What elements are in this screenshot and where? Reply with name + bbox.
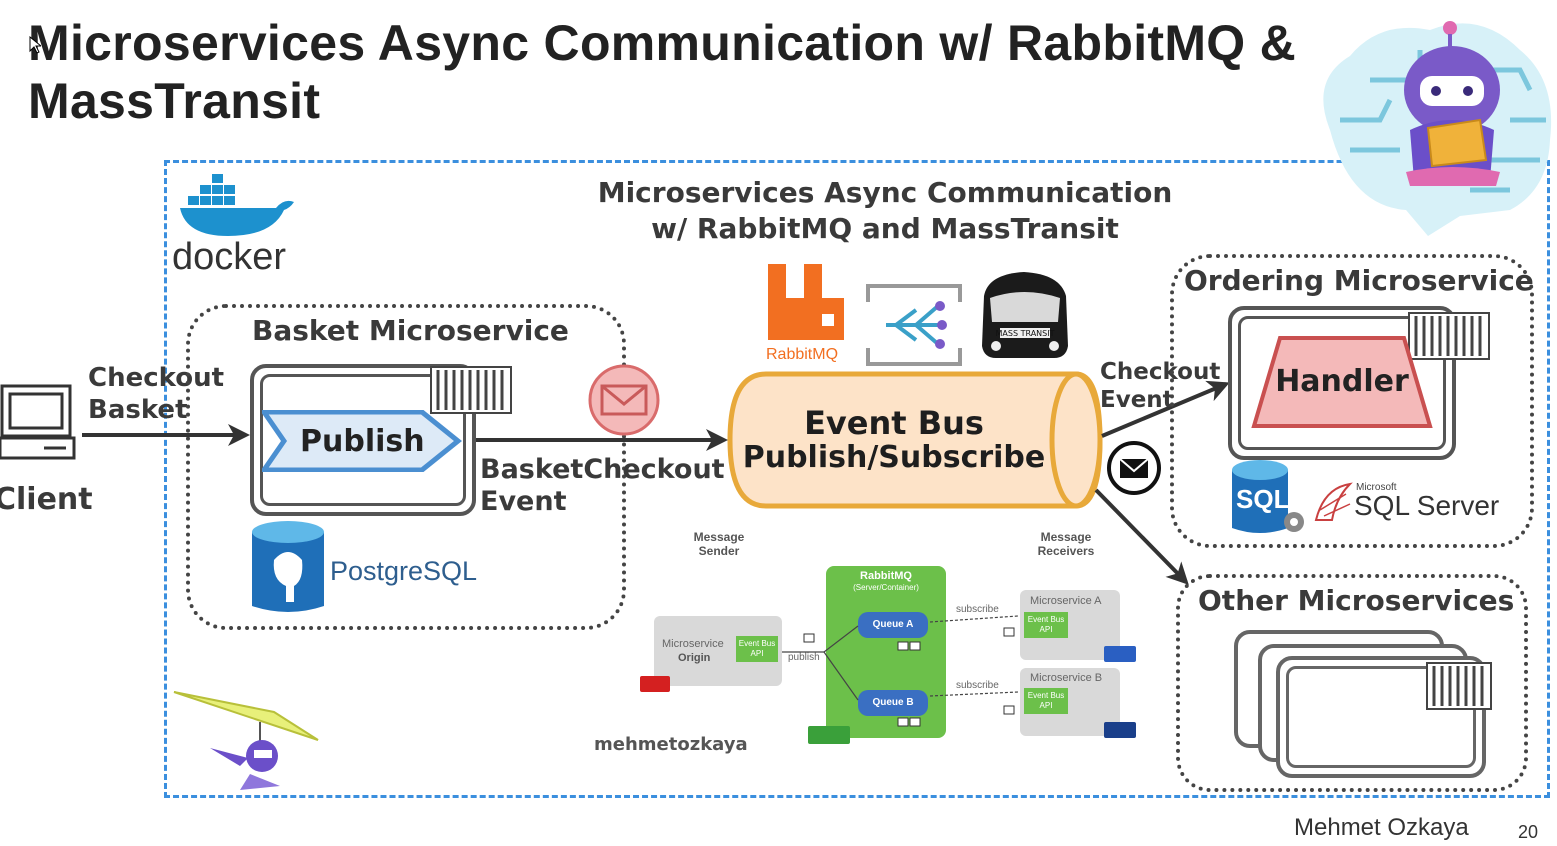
diagram-title-line1: Microservices Async Communication — [597, 176, 1173, 209]
handler-trapezoid-icon — [1251, 336, 1433, 428]
ordering-microservice-title: Ordering Microservice — [1184, 264, 1534, 297]
ms-b-event-bus-api: Event Bus API — [1024, 688, 1068, 714]
rabbitmq-green-connector — [808, 726, 850, 744]
robot-mascot-icon — [1323, 21, 1552, 237]
slide-title: Microservices Async Communication w/ Rab… — [28, 15, 1297, 129]
basket-event-label-2: Event — [480, 486, 567, 517]
inset-arrows — [782, 615, 1019, 727]
sql-server-logo-icon — [1314, 482, 1353, 521]
message-envelope-icon — [588, 364, 660, 436]
sql-db-icon — [1232, 460, 1304, 533]
origin-event-bus-api: Event Bus API — [736, 636, 778, 662]
rabbitmq-logo-icon — [768, 264, 844, 340]
checkout-event-label-1: Checkout — [1100, 359, 1221, 385]
subscribe-a-label: subscribe — [956, 604, 999, 615]
sql-vendor-label: Microsoft — [1356, 482, 1397, 493]
origin-label-2: Origin — [678, 652, 711, 664]
basket-microservice-title: Basket Microservice — [252, 314, 569, 347]
author-label: Mehmet Ozkaya — [1294, 814, 1469, 841]
publish-small-label: publish — [788, 652, 820, 663]
ms-a-blue-connector — [1104, 646, 1136, 662]
sql-badge: SQL — [1236, 484, 1290, 514]
ordering-grill-icon — [1408, 312, 1490, 360]
event-grid-icon — [866, 284, 962, 366]
origin-red-connector — [640, 676, 670, 692]
checkout-basket-label-2: Basket — [88, 395, 188, 425]
event-bus-label-1: Event Bus — [804, 404, 984, 442]
checkout-event-label-2: Event — [1100, 387, 1174, 413]
client-label: Client — [0, 482, 93, 517]
ms-b-navy-connector — [1104, 722, 1136, 738]
basket-microservice-box — [186, 304, 626, 630]
ordering-container — [1228, 306, 1456, 460]
event-bus-cylinder — [727, 371, 1103, 509]
event-bus-label-2: Publish/Subscribe — [742, 440, 1046, 475]
microservice-a-label: Microservice A — [1030, 595, 1102, 607]
other-microservices-box — [1176, 574, 1528, 792]
sql-product-label: SQL Server — [1354, 490, 1500, 521]
microservice-b-label: Microservice B — [1030, 672, 1103, 684]
rabbitmq-server-title: RabbitMQ — [860, 570, 912, 582]
queue-b: Queue B — [858, 690, 928, 716]
origin-label-1: Microservice — [662, 638, 724, 650]
hang-glider-mascot-icon — [173, 691, 319, 790]
ordering-microservice-box — [1170, 254, 1534, 548]
subscribe-b-label: subscribe — [956, 680, 999, 691]
queue-a: Queue A — [858, 612, 928, 638]
diagram-title-line2: w/ RabbitMQ and MassTransit — [651, 212, 1119, 245]
page-number: 20 — [1518, 822, 1539, 842]
basket-container — [250, 364, 476, 516]
rabbitmq-server-sub: (Server/Container) — [853, 583, 919, 592]
client-laptop-icon — [0, 384, 76, 460]
postgresql-label: PostgreSQL — [330, 556, 478, 586]
diagram-frame — [164, 160, 1550, 798]
other-grill-icon — [1426, 662, 1492, 710]
rabbitmq-logo-label: RabbitMQ — [766, 346, 839, 363]
publish-label: Publish — [300, 424, 425, 459]
basket-event-label-1: BasketCheckout — [480, 454, 725, 485]
masstransit-bus-icon: MASS TRANSIT — [982, 272, 1068, 358]
checkout-basket-label-1: Checkout — [88, 363, 225, 393]
bus-to-other-arrow — [1094, 488, 1189, 585]
publish-chevron-icon — [262, 410, 462, 472]
mouse-cursor-icon — [29, 36, 41, 54]
container-grill-icon — [430, 366, 512, 414]
message-sender-label: Message Sender — [693, 530, 745, 558]
other-microservices-title: Other Microservices — [1198, 584, 1515, 617]
message-receivers-label: Message Receivers — [1037, 530, 1095, 558]
masstransit-logo-label: MASS TRANSIT — [996, 329, 1055, 338]
bus-to-ordering-arrow — [1101, 380, 1230, 438]
docker-whale-icon — [180, 174, 294, 236]
ms-a-event-bus-api: Event Bus API — [1024, 612, 1068, 638]
handler-label: Handler — [1275, 364, 1409, 399]
postgresql-db-icon — [252, 521, 324, 612]
docker-label: docker — [172, 236, 287, 278]
black-envelope-icon — [1107, 441, 1161, 495]
watermark-label: mehmetozkaya — [594, 734, 748, 755]
